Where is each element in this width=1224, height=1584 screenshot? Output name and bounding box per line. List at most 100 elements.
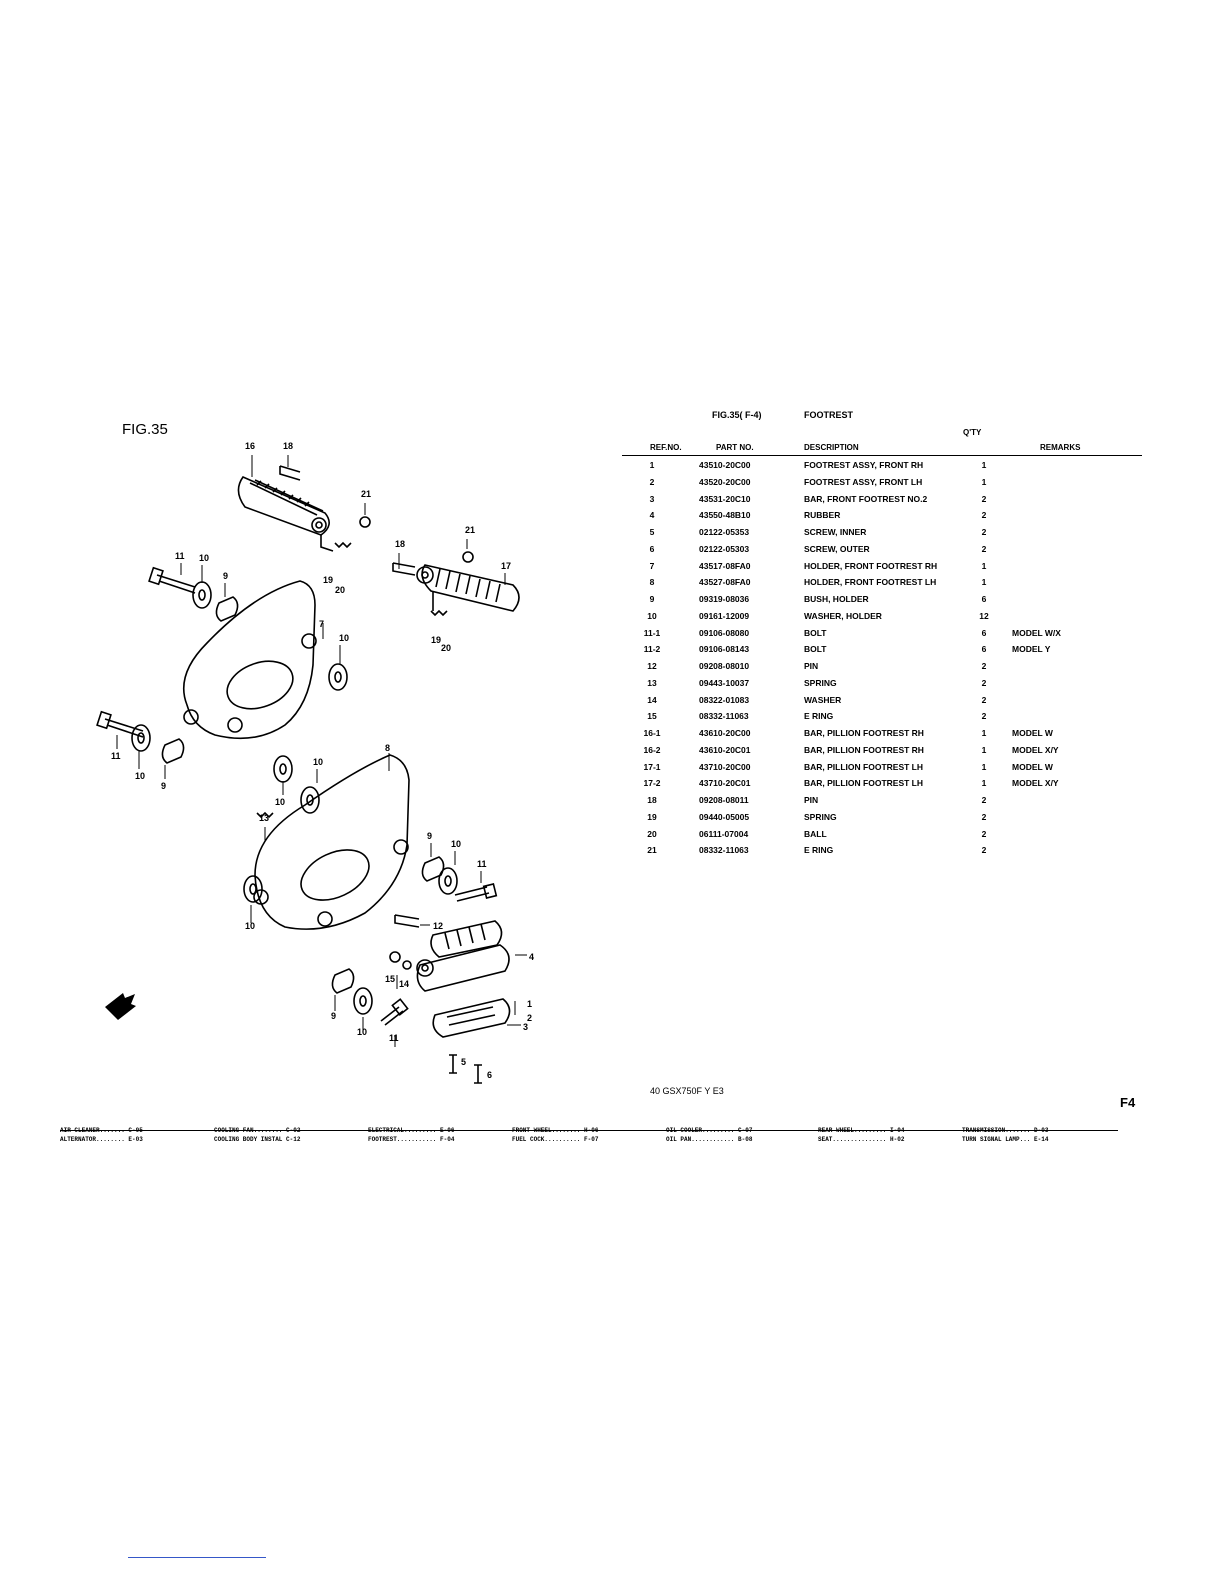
part-no-cell: 09443-10037	[699, 677, 750, 688]
quantity-cell: 6	[981, 627, 987, 638]
description-cell: SPRING	[804, 811, 837, 822]
ref-no-cell: 3	[649, 493, 655, 504]
callout-10-c: 10	[135, 771, 145, 781]
callout-16: 16	[245, 441, 255, 451]
ref-no-cell: 16-1	[643, 728, 661, 738]
screws	[449, 1054, 482, 1084]
footrest-holder-lh	[253, 754, 410, 930]
part-no-header: PART NO.	[716, 443, 754, 452]
quantity-cell: 12	[979, 610, 989, 621]
description-cell: FOOTREST ASSY, FRONT RH	[804, 460, 924, 470]
callout-21-lower: 21	[465, 525, 475, 535]
index-entry-link[interactable]: FRONT WHEEL........ H-06	[512, 1127, 599, 1134]
index-entry-link[interactable]: AIR CLEANER....... C-05	[60, 1127, 143, 1134]
index-entry-link[interactable]: OIL COOLER......... C-07	[666, 1127, 753, 1134]
index-entry-link[interactable]: TURN SIGNAL LAMP... E-14	[962, 1136, 1049, 1143]
callout-18-lower: 18	[395, 539, 405, 549]
callout-10-h: 10	[357, 1027, 367, 1037]
qty-header: Q'TY	[963, 428, 982, 437]
quantity-cell: 2	[981, 828, 987, 839]
index-entry-link[interactable]: FUEL COCK.......... F-07	[512, 1136, 599, 1143]
part-no-cell: 02122-05303	[699, 543, 750, 554]
quantity-cell: 2	[981, 795, 987, 805]
index-entry-link[interactable]: FOOTREST........... F-04	[368, 1136, 455, 1143]
description-cell: BUSH, HOLDER	[804, 594, 869, 604]
ref-no-cell: 9	[649, 594, 655, 604]
index-entry-link[interactable]: COOLING FAN........ C-02	[214, 1127, 301, 1134]
ref-no-cell: 6	[649, 543, 655, 554]
callout-3: 3	[523, 1022, 528, 1032]
quantity-cell: 6	[981, 644, 987, 655]
ref-no-cell: 21	[647, 845, 657, 856]
callout-19-upper: 19	[323, 575, 333, 585]
part-no-cell: 09440-05005	[699, 811, 750, 822]
description-cell: BAR, PILLION FOOTREST RH	[804, 728, 924, 738]
ref-no-cell: 4	[649, 510, 655, 521]
part-no-cell: 09208-08010	[699, 661, 750, 671]
callout-9-d: 9	[331, 1011, 336, 1021]
description-cell: BAR, FRONT FOOTREST NO.2	[804, 493, 928, 504]
callout-13: 13	[259, 813, 269, 823]
ref-no-cell: 11-2	[643, 644, 661, 655]
part-no-cell: 09106-08080	[699, 627, 750, 638]
description-cell: SPRING	[804, 677, 837, 688]
callout-20-upper: 20	[335, 585, 345, 595]
figure-label: FIG.35	[122, 421, 168, 438]
springs-and-rings	[256, 516, 474, 970]
ref-no-cell: 17-2	[643, 778, 661, 789]
description-header: DESCRIPTION	[804, 443, 859, 452]
index-entry-link[interactable]: ALTERNATOR........ E-03	[60, 1136, 143, 1143]
part-no-cell: 08332-11063	[699, 711, 749, 722]
quantity-cell: 2	[981, 694, 987, 705]
page-code: F4	[1120, 1095, 1136, 1110]
index-entry-link[interactable]: ELECTRICAL......... E-06	[368, 1127, 455, 1134]
remarks-cell: MODEL W/X	[1012, 627, 1061, 638]
callout-10-a: 10	[199, 553, 209, 563]
description-cell: BOLT	[804, 627, 827, 638]
quantity-cell: 2	[981, 845, 987, 856]
description-cell: SCREW, OUTER	[804, 543, 870, 554]
callout-9-b: 9	[161, 781, 166, 791]
header-divider	[622, 455, 1142, 456]
exploded-parts-diagram: 16 18 21 21 18 17 19 20 19 20 11 10 9 7 …	[96, 441, 534, 1084]
description-cell: BAR, PILLION FOOTREST LH	[804, 761, 923, 772]
ref-no-cell: 13	[647, 677, 657, 688]
quantity-cell: 1	[981, 577, 987, 588]
remarks-cell: MODEL W	[1012, 761, 1053, 772]
part-no-cell: 43531-20C10	[699, 493, 751, 504]
quantity-cell: 2	[981, 677, 987, 688]
index-entry-link[interactable]: COOLING BODY INSTAL C-12	[214, 1136, 301, 1143]
callout-10-f: 10	[451, 839, 461, 849]
remarks-header: REMARKS	[1040, 443, 1081, 452]
description-cell: PIN	[804, 661, 819, 671]
nav-link-underline	[128, 1557, 266, 1558]
description-cell: SCREW, INNER	[804, 527, 867, 537]
callout-5: 5	[461, 1057, 466, 1067]
index-entry-link[interactable]: TRANSMISSION....... D-03	[962, 1127, 1049, 1134]
index-entry-link[interactable]: OIL PAN............ B-08	[666, 1136, 753, 1143]
description-cell: HOLDER, FRONT FOOTREST RH	[804, 560, 938, 571]
callout-7: 7	[319, 619, 324, 629]
ref-no-cell: 15	[647, 711, 657, 722]
callout-11-d: 11	[389, 1033, 399, 1043]
index-entry-link[interactable]: REAR WHEEL......... I-04	[818, 1127, 905, 1134]
callout-9-a: 9	[223, 571, 228, 581]
index-entry-link[interactable]: SEAT............... H-02	[818, 1136, 905, 1143]
part-no-cell: 43710-20C00	[699, 761, 751, 772]
description-cell: WASHER, HOLDER	[804, 610, 882, 621]
callout-19-lower: 19	[431, 635, 441, 645]
callout-12: 12	[433, 921, 443, 931]
ref-no-cell: 8	[649, 577, 655, 588]
quantity-cell: 1	[981, 560, 987, 571]
